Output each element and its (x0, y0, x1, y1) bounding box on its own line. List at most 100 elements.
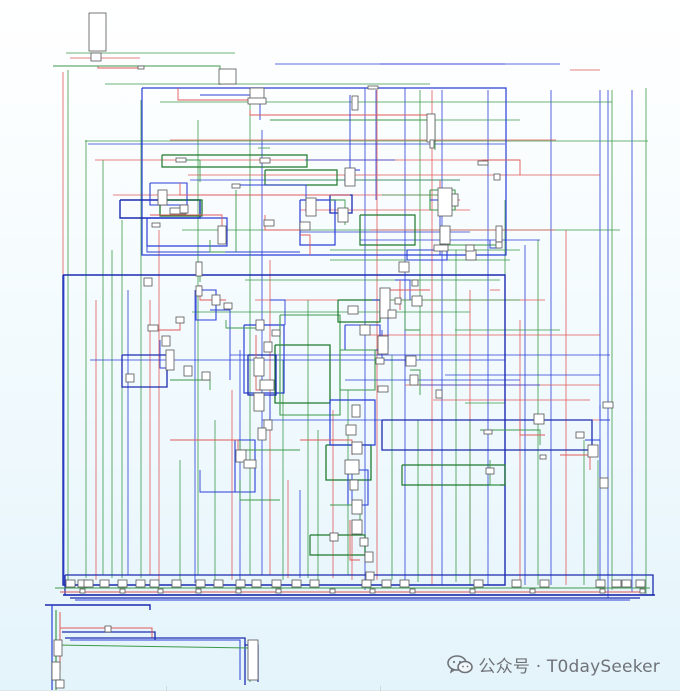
cfg-node-2 (218, 68, 237, 85)
cfg-edge-195 (70, 639, 241, 680)
cfg-node-105 (271, 579, 282, 588)
wechat-icon (446, 654, 473, 674)
cfg-node-104 (251, 579, 262, 588)
cfg-node-39 (161, 335, 171, 347)
cfg-node-79 (575, 431, 585, 439)
cfg-node-32 (195, 261, 203, 277)
cfg-node-86 (465, 244, 475, 252)
cfg-node-69 (344, 459, 360, 475)
cfg-edge-140 (146, 246, 300, 253)
cfg-node-120 (157, 588, 164, 594)
cfg-node-66 (351, 404, 361, 418)
cfg-edge-128 (97, 66, 138, 69)
cfg-edge-147 (170, 379, 211, 390)
cfg-node-103 (235, 579, 246, 588)
cfg-edge-129 (53, 65, 221, 85)
cfg-node-87 (493, 173, 501, 181)
cfg-edge-110 (359, 214, 416, 246)
cfg-edge-139 (150, 214, 223, 230)
cfg-node-115 (611, 579, 622, 588)
cfg-node-102 (213, 579, 224, 588)
cfg-node-42 (183, 365, 193, 377)
cfg-node-71 (351, 499, 363, 515)
cfg-node-106 (291, 579, 302, 588)
cfg-node-56 (377, 335, 389, 355)
cfg-edge-130 (177, 88, 250, 101)
cfg-node-48 (259, 379, 275, 391)
cfg-node-11 (259, 157, 271, 164)
cfg-edge-179 (270, 299, 286, 325)
cfg-node-15 (231, 183, 241, 189)
cfg-node-10 (175, 157, 187, 163)
cfg-edge-132 (249, 110, 430, 116)
cfg-node-44 (255, 319, 265, 331)
cfg-node-59 (375, 357, 385, 365)
cfg-edge-167 (585, 439, 601, 485)
cfg-node-41 (125, 373, 135, 383)
cfg-node-34 (195, 285, 203, 297)
cfg-node-118 (79, 588, 86, 594)
cfg-node-47 (253, 357, 265, 377)
cfg-node-37 (175, 316, 185, 324)
cfg-node-95 (83, 579, 94, 588)
cfg-node-63 (409, 374, 419, 386)
cfg-node-121 (195, 588, 202, 594)
cfg-edge-138 (235, 190, 240, 253)
cfg-node-31 (398, 261, 410, 273)
bottom-tick (380, 686, 381, 691)
cfg-node-55 (387, 309, 397, 319)
cfg-node-19 (151, 222, 161, 228)
cfg-node-61 (411, 295, 423, 307)
cfg-node-123 (275, 588, 282, 594)
cfg-edge-108 (337, 299, 381, 323)
cfg-node-89 (53, 639, 63, 657)
cfg-node-65 (394, 297, 402, 305)
cfg-node-54 (379, 287, 391, 319)
cfg-node-23 (337, 207, 349, 223)
cfg-node-64 (377, 385, 389, 393)
cfg-edge-107 (247, 354, 277, 396)
cfg-node-116 (621, 579, 632, 588)
cfg-edge-144 (225, 320, 256, 329)
cfg-node-74 (359, 537, 369, 547)
cfg-edge-175 (300, 234, 311, 255)
cfg-node-100 (171, 579, 182, 588)
watermark: 公众号 · T0daySeeker (446, 652, 660, 677)
cfg-node-72 (351, 519, 363, 535)
cfg-node-53 (243, 459, 257, 469)
cfg-edge-170 (599, 405, 610, 421)
cfg-node-28 (495, 225, 503, 243)
cfg-edge-137 (236, 184, 307, 212)
cfg-edge-154 (349, 520, 360, 561)
cfg-edge-122 (234, 439, 256, 493)
cfg-node-27 (433, 244, 449, 252)
cfg-node-83 (485, 467, 495, 475)
cfg-edge-104 (243, 324, 285, 394)
cfg-node-91 (51, 661, 61, 681)
cfg-edge-111 (161, 154, 308, 168)
cfg-edge-135 (176, 159, 201, 182)
cfg-node-33 (143, 277, 153, 287)
cfg-node-76 (365, 571, 375, 581)
cfg-edge-103 (121, 354, 168, 388)
cfg-node-85 (602, 401, 614, 409)
cfg-node-112 (511, 579, 522, 588)
cfg-edge-125 (264, 169, 338, 186)
cfg-node-109 (381, 579, 392, 588)
cfg-edge-117 (401, 464, 506, 486)
cfg-node-97 (117, 579, 128, 588)
cfg-edge-193 (60, 627, 153, 638)
cfg-edge-119 (339, 349, 376, 391)
cfg-node-8 (426, 113, 436, 143)
cfg-node-126 (409, 588, 416, 594)
cfg-node-82 (435, 389, 443, 399)
cfg-node-24 (437, 187, 453, 217)
cfg-edge-143 (210, 309, 231, 380)
cfg-node-5 (247, 97, 267, 105)
watermark-text: 公众号 · T0daySeeker (478, 657, 660, 677)
bottom-tick (166, 686, 167, 691)
cfg-node-38 (147, 324, 159, 332)
cfg-node-98 (135, 579, 146, 588)
cfg-edge-98 (62, 274, 506, 586)
